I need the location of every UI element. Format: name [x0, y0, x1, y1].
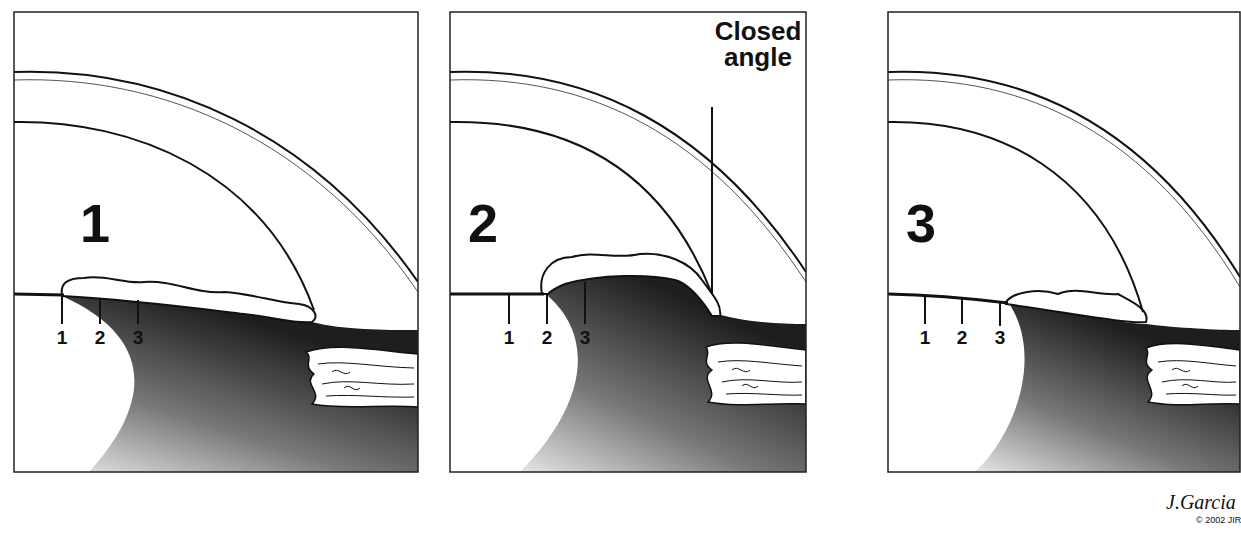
position-number: 2 [535, 328, 559, 347]
zonule [1146, 344, 1240, 405]
ciliary-body [975, 302, 1240, 472]
panel-frame [888, 12, 1240, 472]
panel-number: 2 [468, 196, 528, 250]
copyright-note: © 2002 JIR [1196, 516, 1241, 525]
leader-line [711, 107, 713, 294]
signature: J.Garcia [1166, 492, 1241, 512]
zonule [306, 347, 418, 407]
position-ticks [509, 295, 547, 324]
position-tick [584, 282, 586, 324]
position-number: 2 [88, 328, 112, 347]
cornea-outer [888, 72, 1240, 277]
callout-label: Closed angle [702, 18, 814, 70]
position-number: 3 [126, 328, 150, 347]
panel-number: 1 [80, 196, 140, 250]
cornea-outer [14, 72, 418, 282]
position-number: 1 [913, 328, 937, 347]
lens-surface [14, 294, 64, 295]
ciliary-body [520, 263, 806, 472]
iris [1006, 291, 1147, 322]
lens-surface [450, 293, 544, 296]
cornea-inner [888, 122, 1143, 312]
position-number: 3 [573, 328, 597, 347]
panel-reopened-angle [888, 12, 1240, 472]
zonule [706, 343, 806, 405]
panel-closed-angle [450, 12, 806, 472]
ciliary-body [62, 296, 418, 472]
zonule-fibers [318, 363, 414, 397]
position-number: 3 [988, 328, 1012, 347]
zonule-fibers [718, 361, 802, 396]
iris [541, 254, 720, 316]
position-number: 1 [497, 328, 521, 347]
position-number: 1 [50, 328, 74, 347]
cornea-inner [14, 122, 314, 310]
position-ticks [62, 296, 138, 324]
zonule-fibers [1158, 361, 1236, 396]
cornea-layer [450, 80, 806, 282]
panel-number: 3 [906, 196, 966, 250]
panel-frame [450, 12, 806, 472]
cornea-outer [450, 72, 806, 272]
cornea-layer [14, 80, 418, 292]
position-ticks [925, 295, 1000, 326]
panel-open-angle [14, 12, 418, 472]
cornea-layer [888, 80, 1240, 287]
panel-frame [14, 12, 418, 472]
cornea-inner [450, 122, 712, 294]
position-number: 2 [950, 328, 974, 347]
lens-surface [888, 294, 1008, 303]
